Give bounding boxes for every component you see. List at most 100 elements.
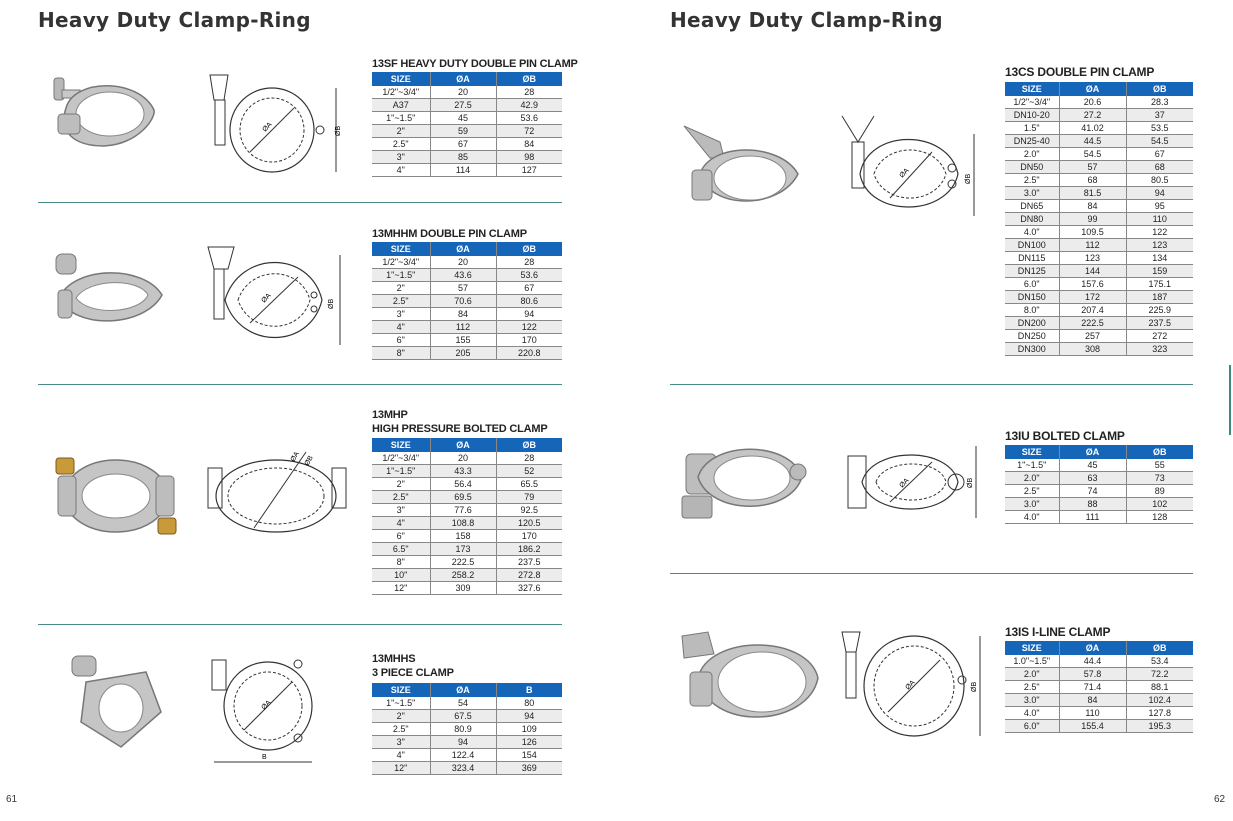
table-cell: 10" [372, 568, 430, 582]
table-cell: 102.4 [1125, 693, 1193, 707]
column-header: ØA [1058, 641, 1126, 655]
table-cell: 27.2 [1058, 108, 1126, 122]
table-cell: 257 [1058, 329, 1126, 343]
table-cell: 63 [1058, 471, 1126, 485]
table-cell: 1.5" [1005, 121, 1059, 135]
table-cell: 126 [495, 735, 562, 749]
table-cell: 110 [1058, 706, 1126, 720]
table-cell: 237.5 [495, 555, 562, 569]
table-cell: 80.9 [429, 722, 496, 736]
table-cell: 155 [429, 333, 496, 347]
page-edge-marker [1229, 365, 1231, 435]
table-cell: 155.4 [1058, 719, 1126, 733]
clamp-photo [53, 77, 155, 147]
section-title: 13CS DOUBLE PIN CLAMP [1005, 65, 1155, 79]
table-cell: 323.4 [429, 761, 496, 775]
table-cell: DN115 [1005, 251, 1059, 265]
table-cell: DN80 [1005, 212, 1059, 226]
table-cell: 53.5 [1125, 121, 1193, 135]
clamp-drawing: ØA ØB [841, 631, 981, 737]
dimension-label: ØA [261, 121, 273, 133]
table-cell: 2.5" [1005, 680, 1059, 694]
table-cell: 12" [372, 581, 430, 595]
clamp-drawing: ØA ØB [841, 115, 975, 216]
table-cell: 175.1 [1125, 277, 1193, 291]
table-cell: 67 [1125, 147, 1193, 161]
table-cell: 2.0" [1005, 667, 1059, 681]
table-cell: 1"~1.5" [372, 464, 430, 478]
table-cell: 65.5 [495, 477, 562, 491]
clamp-drawing: ØA B [211, 659, 313, 763]
table-cell: 59 [429, 124, 496, 138]
section-title: 13IU BOLTED CLAMP [1005, 429, 1125, 443]
table-cell: 3.0" [1005, 186, 1059, 200]
section-divider [38, 624, 562, 625]
table-cell: 6" [372, 333, 430, 347]
table-cell: DN10-20 [1005, 108, 1059, 122]
table-cell: 3" [372, 150, 430, 164]
clamp-drawing: ØA ØB [207, 450, 347, 533]
table-cell: 12" [372, 761, 430, 775]
table-cell: DN250 [1005, 329, 1059, 343]
table-cell: 52 [495, 464, 562, 478]
dimension-label: ØA [260, 699, 272, 711]
table-cell: 170 [495, 333, 562, 347]
column-header: SIZE [1005, 445, 1059, 459]
table-cell: 77.6 [429, 503, 496, 517]
dimension-label: ØB [328, 299, 335, 309]
section-title: 13MHHS 3 PIECE CLAMP [372, 653, 454, 679]
column-header: ØB [495, 438, 562, 452]
clamp-drawing: ØA ØB [209, 74, 342, 173]
table-cell: 1/2"~3/4" [372, 86, 430, 99]
table-cell: 309 [429, 581, 496, 595]
table-cell: 122.4 [429, 748, 496, 762]
table-cell: 95 [1125, 199, 1193, 213]
table-cell: 2" [372, 281, 430, 295]
column-header: ØA [429, 72, 496, 86]
table-cell: 79 [495, 490, 562, 504]
table-cell: 84 [495, 137, 562, 151]
table-cell: 89 [1125, 484, 1193, 498]
table-cell: 327.6 [495, 581, 562, 595]
table-cell: 110 [1125, 212, 1193, 226]
table-cell: 2.5" [372, 722, 430, 736]
table-cell: 28 [495, 86, 562, 99]
table-cell: 144 [1058, 264, 1126, 278]
column-header: ØB [1125, 641, 1193, 655]
table-cell: 6.0" [1005, 719, 1059, 733]
table-cell: 195.3 [1125, 719, 1193, 733]
table-cell: 109.5 [1058, 225, 1126, 239]
column-header: ØA [429, 683, 496, 697]
table-cell: 72 [495, 124, 562, 138]
table-cell: 3" [372, 735, 430, 749]
table-cell: 4" [372, 516, 430, 530]
clamp-photo [681, 448, 807, 519]
